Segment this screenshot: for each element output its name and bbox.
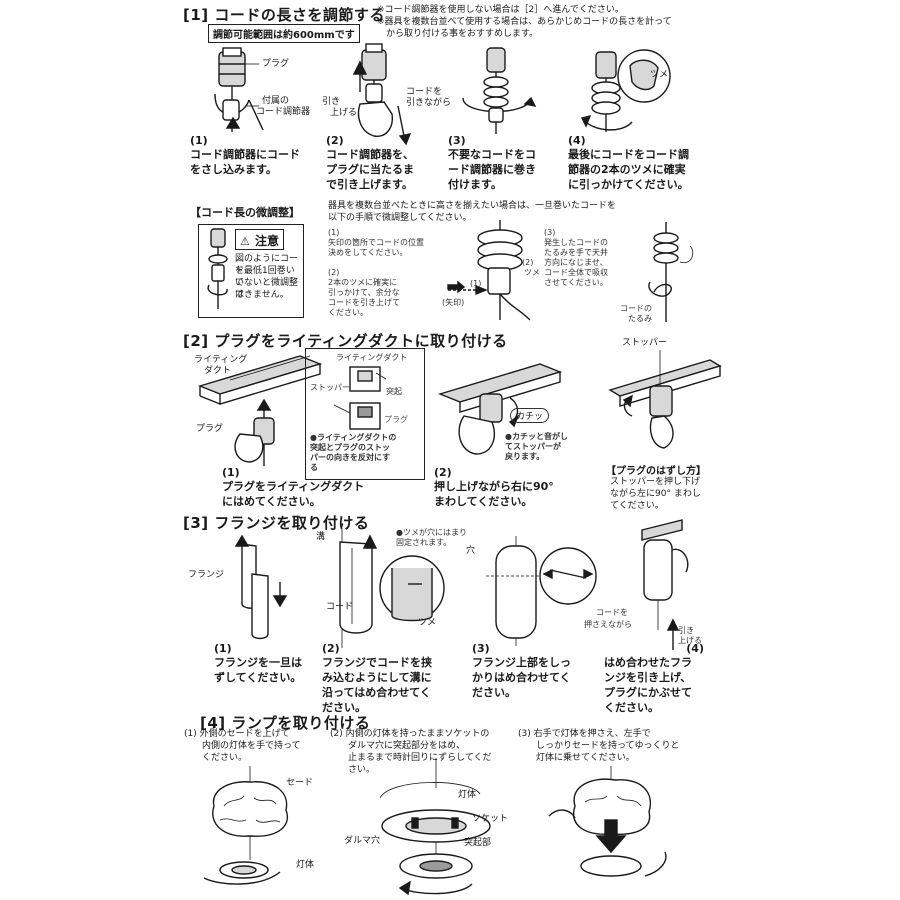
label-tab4: 突起部: [464, 838, 492, 848]
section4-title: [4] ランプを取り付ける: [200, 714, 371, 732]
fine-s3: (3) 発生したコードの たるみを手で天井 方向になじませ、 コード全体で吸収 …: [544, 228, 608, 287]
caution-title: 注意: [254, 234, 279, 248]
inset-duct-illustration: [333, 366, 387, 430]
label-hold1: コードを: [596, 608, 628, 617]
step1-4-illustration: [580, 49, 671, 132]
s3-step3: (3) フランジ上部をしっ かりはめ合わせてく ださい。: [472, 642, 571, 699]
fine-label-1: (1): [470, 279, 482, 288]
flange-split-illustration: [234, 534, 288, 640]
label-adjuster2: コード調節器: [256, 107, 311, 117]
label-lift3a: 引き: [678, 626, 694, 635]
fine-slack-illustration: [648, 222, 694, 322]
s3-step4: (4) はめ合わせたフラ ンジを引き上げ、 プラグにかぶせて ください。: [604, 642, 704, 714]
caution-line3: いないと微調整は: [235, 278, 299, 300]
inset-note: ●ライティングダクトの 突起とプラグのストッ パーの向きを反対にす る: [310, 433, 397, 472]
fine-coil-illustration: [448, 220, 531, 321]
place-shade-illustration: [548, 766, 667, 877]
label-cord: コード: [326, 602, 354, 612]
label-lift3b: 上げる: [678, 636, 702, 645]
fine-label-slack2: たるみ: [628, 314, 652, 323]
duct-inset-box: ライティングダクト ストッパー 突起 プラグ ●ライティングダクトの 突起とプラ…: [305, 348, 425, 480]
label-duct1: ライティング: [194, 355, 248, 365]
label-flange: フランジ: [188, 570, 225, 580]
label-duct2: ダクト: [204, 366, 232, 376]
s1-step3: (3) 不要なコードをコ ード調節器に巻き 付けます。: [448, 134, 536, 191]
label-tsume3: ツメ: [418, 618, 437, 628]
inset-label-stopper: ストッパー: [310, 383, 350, 392]
caution-line4: できません。: [235, 290, 289, 300]
step1-1-illustration: [214, 47, 264, 132]
label-adjuster1: 付属の: [262, 96, 290, 106]
s1-step1: (1) コード調節器にコード をさし込みます。: [190, 134, 300, 176]
hole-note: ●ツメが穴にはまり 固定されます。: [396, 528, 467, 547]
section1-title: [1] コードの長さを調節する: [183, 6, 385, 24]
label-body: 灯体: [296, 860, 315, 870]
label-groove: 溝: [316, 532, 326, 542]
caution-box: ⚠ 注意 図のようにコード を最低1回巻いて いないと微調整は できません。: [198, 224, 304, 318]
flange-lift-illustration: [641, 519, 689, 630]
label-plug2: プラグ: [196, 424, 224, 434]
label-lift1: 引き: [322, 97, 341, 107]
label-stopper: ストッパー: [622, 338, 668, 348]
fine-s2: (2) 2本のツメに確実に 引っかけて、余分な コードを引き上げて ください。: [328, 268, 400, 317]
duct-plug-illustration: [197, 355, 323, 466]
fine-label-slack1: コードの: [620, 304, 652, 313]
flange-top-illustration: [486, 536, 597, 646]
label-body2: 灯体: [458, 790, 477, 800]
label-lift2: 上げる: [330, 108, 358, 118]
label-tsume: ツメ: [650, 70, 669, 80]
remove-text: ストッパーを押し下げ ながら左に90° まわし てください。: [610, 477, 701, 511]
label-daruma: ダルマ穴: [344, 836, 381, 846]
socket-illustration: [379, 758, 491, 896]
s3-step2: (2) フランジでコードを挟 み込むようにして溝に 沿ってはめ合わせてく ださい…: [322, 642, 432, 714]
fine-intro1: 器具を複数台並べたときに高さを揃えたい場合は、一旦巻いたコードを: [328, 201, 617, 211]
fine-title: 【コード長の微調整】: [190, 206, 300, 219]
section3-title: [3] フランジを取り付ける: [183, 514, 370, 532]
section1-note1: ※コード調節器を使用しない場合は［2］へ進んでください。: [377, 5, 624, 15]
label-pull2: 引きながら: [406, 98, 452, 108]
label-hold2: 押さえながら: [584, 620, 632, 629]
caution-cord-illustration: [207, 228, 228, 309]
s1-step4: (4) 最後にコードをコード調 節器の2本のツメに確実 に引っかけてください。: [568, 134, 689, 191]
section1-note2b: から取り付ける事をおすすめします。: [386, 29, 539, 39]
click-note: ●カチッと音がし てストッパーが 戻ります。: [505, 432, 568, 461]
label-pull1: コードを: [406, 87, 443, 97]
label-plug: プラグ: [262, 59, 290, 69]
flange-cord-illustration: [339, 528, 445, 648]
step1-2-illustration: [352, 43, 412, 146]
remove-plug-illustration: [608, 350, 722, 449]
s1-step2: (2) コード調節器を、 プラグに当たるま で引き上げます。: [326, 134, 414, 191]
fine-label-2: (2): [522, 258, 534, 267]
range-badge: 調節可能範囲は約600mmです: [208, 24, 360, 43]
label-socket: ソケット: [472, 814, 509, 824]
s2-step1: (1) プラグをライティングダクト にはめてください。: [222, 466, 365, 508]
s3-step1: (1) フランジを一旦は ずしてください。: [214, 642, 302, 684]
fine-label-arrow: (矢印): [442, 298, 465, 307]
s4-step1: (1) 外側のセードを上げて 内側の灯体を手で持って ください。: [184, 729, 301, 763]
step1-3-illustration: [462, 47, 537, 134]
inset-label-tab: 突起: [386, 387, 402, 396]
s4-step2: (2) 内側の灯体を持ったままソケットの ダルマ穴に突起部分をはめ、 止まるまで…: [330, 729, 492, 775]
section1-note2a: ※器具を複数台並べて使用する場合は、あらかじめコードの長さを計って: [377, 17, 672, 27]
fine-label-tsume: ツメ: [524, 268, 540, 277]
caution-header: ⚠ 注意: [235, 229, 284, 250]
caution-line2: を最低1回巻いて: [235, 266, 295, 288]
shade-lift-illustration: [203, 766, 289, 885]
inset-label-plug: プラグ: [384, 415, 408, 424]
section2-title: [2] プラグをライティングダクトに取り付ける: [183, 332, 508, 350]
lift-arrow-icon: [666, 618, 680, 650]
fine-intro2: 以下の手順で微調整してください。: [328, 213, 472, 223]
warning-icon: ⚠: [240, 235, 250, 248]
caution-line1: 図のようにコード: [235, 254, 299, 276]
click-bubble: カチッ: [510, 408, 550, 423]
s2-step2: (2) 押し上げながら右に90° まわしてください。: [434, 466, 554, 508]
fine-s1: (1) 矢印の箇所でコードの位置 決めをしてください。: [328, 228, 424, 257]
s4-step3: (3) 右手で灯体を押さえ、左手で しっかりセードを持ってゆっくりと 灯体に乗せ…: [518, 729, 680, 763]
label-hole: 穴: [466, 546, 476, 556]
label-shade: セード: [286, 778, 314, 788]
inset-label-duct: ライティングダクト: [336, 353, 408, 362]
remove-title: 【プラグのはずし方】: [606, 466, 706, 477]
